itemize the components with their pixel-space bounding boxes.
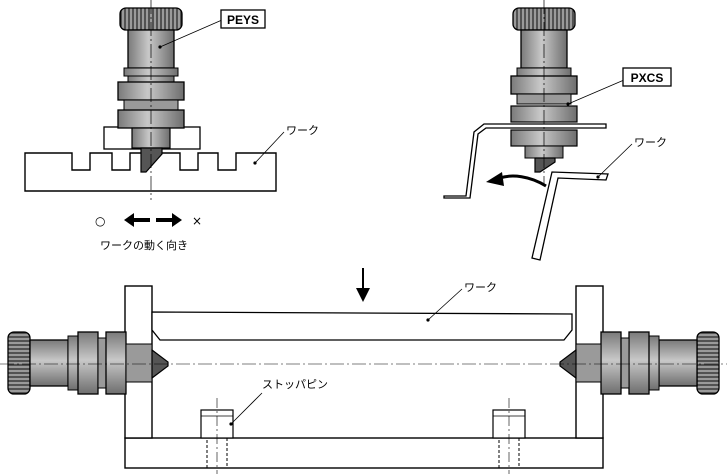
work-callout-right: ワーク xyxy=(596,136,667,179)
work-label-top-left: ワーク xyxy=(286,124,319,137)
stopper-pin-callout: ストッパピン xyxy=(229,378,328,426)
arrow-right-icon xyxy=(156,213,182,227)
stopper-pin-label: ストッパピン xyxy=(262,378,328,391)
pxcs-assembly xyxy=(443,0,609,261)
work-label-bottom: ワーク xyxy=(464,281,497,294)
plunger-pin xyxy=(140,147,163,173)
work-rack-left xyxy=(24,152,277,192)
peys-label: PEYS xyxy=(227,13,259,27)
work-callout-left: ワーク xyxy=(253,124,319,165)
work-bar xyxy=(151,311,573,341)
rotation-arrow-icon xyxy=(499,174,547,188)
circle-symbol: ○ xyxy=(95,214,105,228)
movement-indicator: ○ × ワークの動く向き xyxy=(95,213,202,252)
plunger-left-horizontal xyxy=(7,331,169,395)
work-label-top-right: ワーク xyxy=(634,136,667,149)
fixture-assembly: ワーク ストッパピン xyxy=(0,268,727,474)
movement-caption: ワークの動く向き xyxy=(100,238,188,252)
arrow-left-icon xyxy=(124,213,150,227)
stopper-pin-left xyxy=(200,398,234,474)
peys-tag: PEYS xyxy=(158,9,266,49)
knob-left-horizontal xyxy=(7,331,31,395)
pxcs-tag: PXCS xyxy=(566,67,672,106)
pxcs-label: PXCS xyxy=(631,71,664,85)
plunger-pin-right xyxy=(534,157,556,173)
knob-right-horizontal xyxy=(696,331,720,395)
plunger-right-horizontal xyxy=(559,331,720,395)
stopper-pin-right xyxy=(492,398,526,474)
peys-assembly xyxy=(24,0,277,200)
work-callout-bottom: ワーク xyxy=(426,281,497,322)
cross-symbol: × xyxy=(192,214,202,228)
mounting-plate xyxy=(443,123,607,199)
arrow-down-icon xyxy=(356,288,370,302)
base-plate xyxy=(124,437,604,469)
work-angled xyxy=(531,171,609,261)
